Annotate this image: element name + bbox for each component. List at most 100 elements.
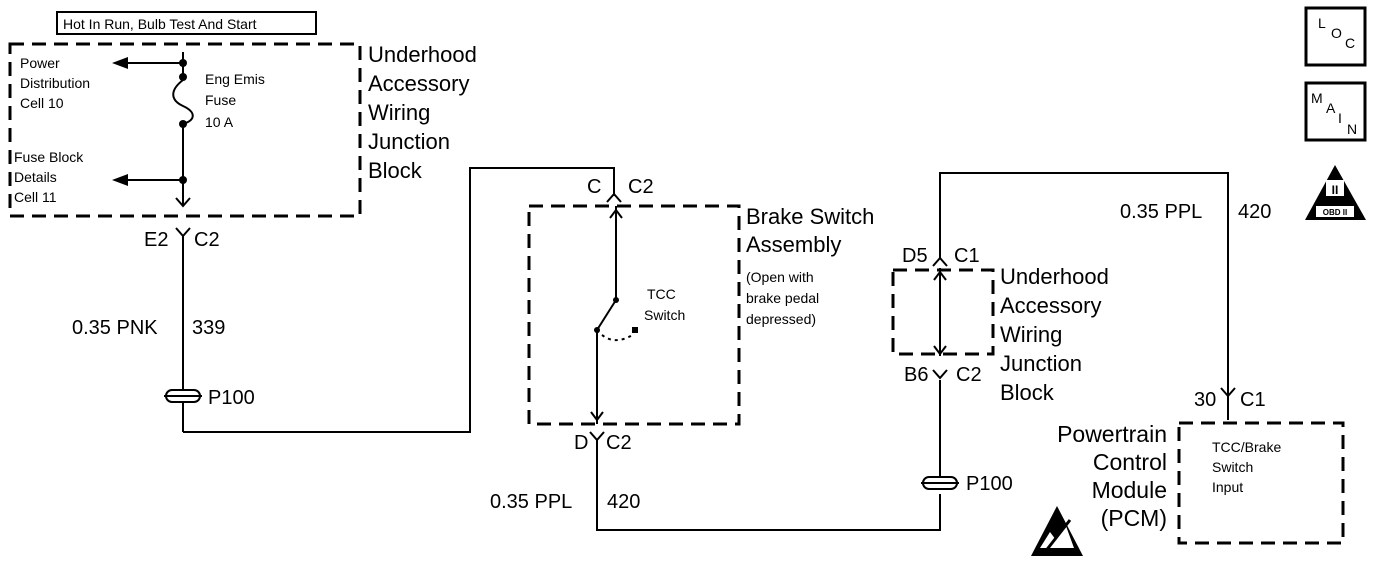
fuse-icon: [172, 79, 194, 125]
pcm-name-line: Module: [1092, 477, 1167, 503]
main-icon-letter: I: [1338, 110, 1342, 126]
switch-stop-icon: [632, 327, 638, 333]
junction-block-right-name-line: Wiring: [1000, 322, 1062, 347]
connector-label: C2: [956, 364, 982, 386]
connector-symbol: [932, 369, 948, 380]
junction-block-top-name-line: Wiring: [368, 100, 430, 125]
arrow-down-icon: [933, 345, 947, 356]
main-icon-letter: A: [1326, 100, 1336, 116]
pcm-name-line: (PCM): [1101, 505, 1167, 531]
wire-gauge-color-label: 0.35 PNK: [72, 317, 158, 339]
main-icon-letter: M: [1311, 90, 1323, 106]
connector-symbol: [606, 192, 622, 203]
obd-ii-icon[interactable]: II OBD II: [1305, 165, 1366, 220]
arrow-up-icon: [609, 208, 623, 219]
fuse-label-line: Fuse: [205, 92, 236, 108]
junction-block-right-name-line: Block: [1000, 380, 1055, 405]
brake-switch-note-line: (Open with: [746, 269, 814, 285]
connector-symbol: [932, 256, 948, 267]
main-icon[interactable]: M A I N: [1304, 81, 1367, 142]
splice-right-icon: [921, 476, 959, 490]
circuit-number-label: 420: [1238, 201, 1271, 223]
power-distribution-ref: Power Distribution Cell 10: [20, 55, 90, 111]
fuse-label-line: Eng Emis: [205, 71, 265, 87]
power-ref-line: Cell 10: [20, 95, 64, 111]
junction-dot: [179, 59, 187, 67]
main-icon-letter: N: [1347, 121, 1357, 137]
arrow-down-icon: [590, 411, 604, 422]
connector-symbol: [175, 227, 191, 238]
pcm-name-line: Powertrain: [1057, 421, 1167, 447]
fuse-block-ref: Fuse Block Details Cell 11: [14, 149, 84, 205]
pcm-input-label-line: TCC/Brake: [1212, 439, 1281, 455]
junction-block-top-name-line: Accessory: [368, 71, 469, 96]
arrow-left-icon: [112, 57, 128, 69]
junction-block-top-name-line: Junction: [368, 129, 450, 154]
splice-left-label: P100: [208, 387, 255, 409]
connector-pin-label: 30: [1194, 389, 1216, 411]
arrow-up-icon: [933, 270, 947, 281]
junction-block-right-name-line: Junction: [1000, 351, 1082, 376]
connector-pin-label: B6: [904, 364, 928, 386]
junction-block-right-name-line: Accessory: [1000, 293, 1101, 318]
circuit-number-label: 339: [192, 317, 225, 339]
brake-switch-note: (Open with brake pedal depressed): [746, 269, 819, 327]
arrow-left-icon: [112, 174, 128, 186]
fuse-block-ref-line: Cell 11: [14, 189, 57, 205]
junction-block-right-name-line: Underhood: [1000, 264, 1109, 289]
connector-pin-label: E2: [144, 229, 168, 251]
wire-gauge-color-label: 0.35 PPL: [490, 491, 572, 513]
fuse-terminal-dot: [179, 73, 187, 81]
fuse-label: Eng Emis Fuse 10 A: [205, 71, 265, 130]
power-supply-text: Hot In Run, Bulb Test And Start: [63, 16, 257, 32]
loc-icon-letter: O: [1331, 25, 1342, 41]
junction-block-top-outline: [8, 42, 362, 218]
brake-switch-name-line: Brake Switch: [746, 204, 874, 229]
connector-pin-label: D5: [902, 245, 928, 267]
power-ref-line: Distribution: [20, 75, 90, 91]
junction-block-right-outline: [891, 268, 995, 356]
fuse-block-ref-line: Fuse Block: [14, 149, 84, 165]
pcm-input-label: TCC/Brake Switch Input: [1212, 439, 1281, 495]
esd-warning-icon: [1031, 506, 1083, 556]
switch-blade: [596, 299, 617, 331]
pcm-input-label-line: Switch: [1212, 459, 1253, 475]
tcc-switch-label: TCC Switch: [644, 286, 685, 323]
junction-block-right-name: Underhood Accessory Wiring Junction Bloc…: [1000, 264, 1109, 405]
loc-icon-letter: L: [1318, 15, 1326, 31]
brake-switch-outline: [527, 204, 741, 426]
brake-switch-note-line: depressed): [746, 311, 816, 327]
obd-icon-label: OBD II: [1323, 208, 1347, 217]
wire-ppl-420-top: [939, 172, 1229, 396]
brake-switch-note-line: brake pedal: [746, 290, 819, 306]
junction-block-top-name-line: Underhood: [368, 42, 477, 67]
loc-icon-letter: C: [1345, 35, 1355, 51]
connector-pin-label: D: [574, 432, 588, 454]
fuse-block-ref-line: Details: [14, 169, 57, 185]
connector-symbol: [589, 431, 605, 442]
wire-ppl-420-bottom: [596, 440, 941, 531]
arrow-down-icon: [175, 197, 191, 208]
connector-label: C1: [954, 245, 980, 267]
switch-travel-arc: [596, 329, 635, 341]
pcm-name-line: Control: [1093, 449, 1167, 475]
brake-switch-name: Brake Switch Assembly: [746, 204, 874, 257]
power-supply-label: Hot In Run, Bulb Test And Start: [56, 11, 317, 35]
circuit-number-label: 420: [607, 491, 640, 513]
brake-switch-name-line: Assembly: [746, 232, 841, 257]
tcc-switch-label-line: TCC: [647, 286, 676, 302]
wire-gauge-color-label: 0.35 PPL: [1120, 201, 1202, 223]
connector-label: C1: [1240, 389, 1266, 411]
fuse-label-line: 10 A: [205, 114, 234, 130]
pcm-name: Powertrain Control Module (PCM): [1057, 421, 1167, 531]
connector-label: C2: [628, 176, 654, 198]
splice-left-icon: [164, 389, 202, 403]
splice-right-label: P100: [966, 473, 1013, 495]
power-ref-line: Power: [20, 55, 60, 71]
wire-to-brake-switch: [183, 167, 615, 433]
pcm-input-label-line: Input: [1212, 479, 1243, 495]
loc-icon[interactable]: L O C: [1304, 6, 1367, 67]
junction-block-top-name-line: Block: [368, 158, 423, 183]
